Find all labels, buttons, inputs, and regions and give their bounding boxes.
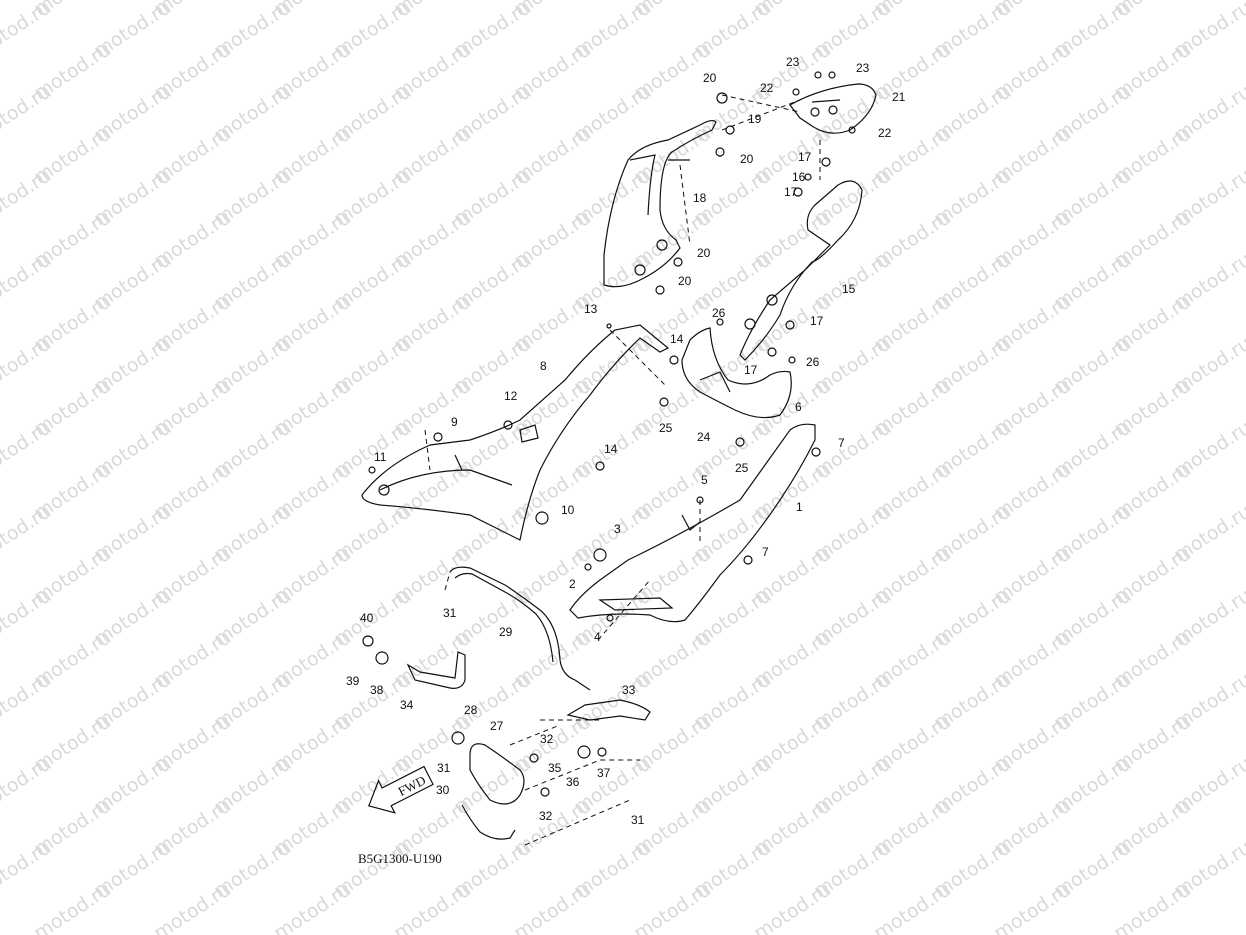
callout-6: 6 xyxy=(795,400,802,414)
callout-11: 11 xyxy=(374,450,387,464)
callout-22a: 22 xyxy=(760,81,774,95)
callout-20b: 20 xyxy=(740,152,754,166)
callout-17d: 17 xyxy=(744,363,758,377)
callout-8: 8 xyxy=(540,359,547,373)
part-side-cover-8 xyxy=(361,324,670,541)
callout-13: 13 xyxy=(584,302,598,316)
callout-5: 5 xyxy=(701,473,708,487)
callout-31b: 31 xyxy=(437,761,451,775)
callout-18: 18 xyxy=(693,191,707,205)
part-bracket-34 xyxy=(375,651,466,689)
callout-39: 39 xyxy=(346,674,360,688)
part-side-cover-1 xyxy=(569,423,816,623)
part-rail-29 xyxy=(449,566,591,691)
callout-20d: 20 xyxy=(678,274,692,288)
callout-16: 16 xyxy=(792,170,806,184)
callout-25a: 25 xyxy=(659,421,673,435)
part-pedal-33 xyxy=(566,699,651,721)
callout-17b: 17 xyxy=(784,185,798,199)
callout-30: 30 xyxy=(436,783,450,797)
callout-17a: 17 xyxy=(798,150,812,164)
callout-31c: 31 xyxy=(631,813,645,827)
part-rear-cover-15 xyxy=(739,180,863,361)
callout-20c: 20 xyxy=(697,246,711,260)
callout-12: 12 xyxy=(504,389,518,403)
callout-21: 21 xyxy=(892,90,906,104)
fwd-arrow: FWD xyxy=(368,765,434,814)
callout-24: 24 xyxy=(697,430,711,444)
callouts: 1 2 3 4 5 6 7 7 8 9 10 11 12 13 14 14 15… xyxy=(346,55,906,827)
callout-10: 10 xyxy=(561,503,575,517)
callout-40: 40 xyxy=(360,611,374,625)
callout-32a: 32 xyxy=(540,732,554,746)
callout-26a: 26 xyxy=(712,306,726,320)
callout-17c: 17 xyxy=(810,314,824,328)
callout-3: 3 xyxy=(614,522,621,536)
callout-9: 9 xyxy=(451,415,458,429)
callout-7a: 7 xyxy=(838,436,845,450)
callout-38: 38 xyxy=(370,683,384,697)
leader-lines xyxy=(424,94,821,846)
part-tail-cover-21 xyxy=(789,83,877,134)
callout-4: 4 xyxy=(594,630,601,644)
callout-15: 15 xyxy=(842,282,856,296)
diagram-code: B5G1300-U190 xyxy=(358,851,442,866)
callout-19: 19 xyxy=(748,112,762,126)
callout-14a: 14 xyxy=(670,332,684,346)
part-bracket-24 xyxy=(681,327,792,419)
callout-26b: 26 xyxy=(806,355,820,369)
callout-20a: 20 xyxy=(703,71,717,85)
callout-2: 2 xyxy=(569,577,576,591)
callout-35: 35 xyxy=(548,761,562,775)
callout-37: 37 xyxy=(597,766,611,780)
callout-23b: 23 xyxy=(856,61,870,75)
callout-33: 33 xyxy=(622,683,636,697)
part-rear-cover-18 xyxy=(603,119,717,288)
callout-36: 36 xyxy=(566,775,580,789)
callout-23a: 23 xyxy=(786,55,800,69)
callout-14b: 14 xyxy=(604,442,618,456)
callout-27: 27 xyxy=(490,719,504,733)
callout-22b: 22 xyxy=(878,126,892,140)
callout-28: 28 xyxy=(464,703,478,717)
part-bracket-27 xyxy=(451,731,525,805)
callout-31a: 31 xyxy=(443,606,457,620)
callout-32b: 32 xyxy=(539,809,553,823)
callout-1: 1 xyxy=(796,500,803,514)
callout-25b: 25 xyxy=(735,461,749,475)
callout-34: 34 xyxy=(400,698,414,712)
callout-7b: 7 xyxy=(762,545,769,559)
callout-29: 29 xyxy=(499,625,513,639)
part-footrest-30 xyxy=(461,804,516,840)
fasteners xyxy=(362,71,856,797)
